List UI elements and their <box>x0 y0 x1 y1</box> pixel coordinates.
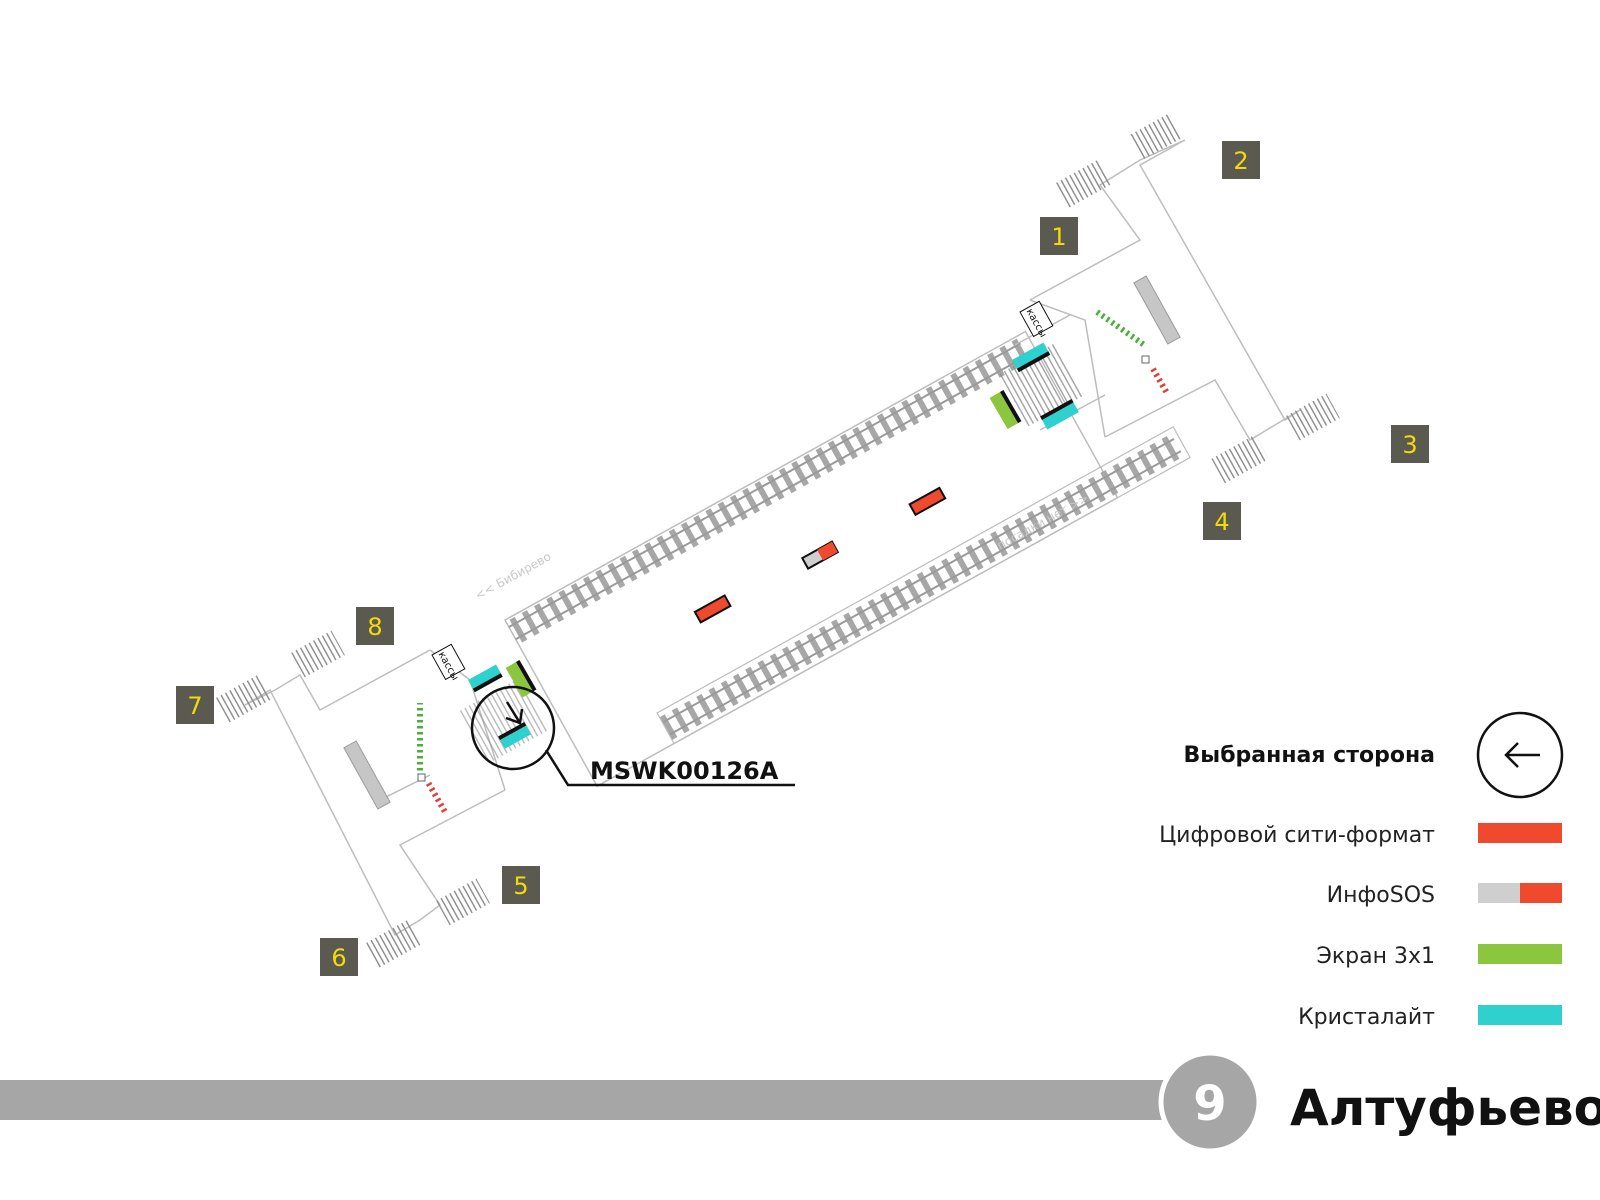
stairs-exit-8 <box>291 630 345 678</box>
right-screen-3x1[interactable] <box>989 390 1022 430</box>
svg-text:5: 5 <box>513 872 528 900</box>
city-format-unit[interactable] <box>693 594 732 624</box>
stairs-exit-7 <box>214 674 272 724</box>
platform-area <box>503 330 1191 788</box>
legend-label-infosos: ИнфоSOS <box>1327 883 1435 908</box>
svg-text:6: 6 <box>331 944 346 972</box>
selected-device-code: MSWK00126A <box>590 757 779 785</box>
svg-text:7: 7 <box>187 692 202 720</box>
selected-side-indicator <box>1476 711 1564 799</box>
stairs-exit-5 <box>436 878 490 926</box>
legend-swatch-screen-3x1 <box>1478 944 1562 964</box>
stairs-exit-2 <box>1128 113 1182 161</box>
line-number: 9 <box>1193 1076 1226 1132</box>
line-bar <box>0 1080 1180 1120</box>
line-footer: 9 Алтуфьево <box>0 1050 1600 1154</box>
left-bench <box>343 740 391 810</box>
svg-text:1: 1 <box>1051 223 1066 251</box>
stairs-exit-3 <box>1286 393 1340 441</box>
selected-crystalight[interactable] <box>498 721 532 749</box>
exit-badge-6: 6 <box>320 938 358 976</box>
legend-label-crystalight: Кристалайт <box>1298 1005 1435 1030</box>
exit-badge-3: 3 <box>1391 425 1429 463</box>
right-crystalight-top[interactable] <box>1011 342 1051 373</box>
left-crystalight-top[interactable] <box>468 664 503 693</box>
arrow-down-icon <box>505 701 524 725</box>
exit-badge-1: 1 <box>1040 217 1078 255</box>
selected-device-marker[interactable]: MSWK00126A <box>470 685 795 787</box>
line-number-badge <box>1158 1050 1262 1154</box>
svg-text:4: 4 <box>1214 508 1229 536</box>
svg-text:3: 3 <box>1402 431 1417 459</box>
legend-label-city-format: Цифровой сити-формат <box>1159 823 1435 848</box>
city-format-unit[interactable] <box>908 486 947 517</box>
ticket-office-left: кассы <box>431 643 466 682</box>
exit-badge-7: 7 <box>176 686 214 724</box>
exit-badge-5: 5 <box>502 866 540 904</box>
stairs-exit-4 <box>1211 434 1269 484</box>
svg-text:8: 8 <box>367 613 382 641</box>
stairs-exit-1 <box>1054 159 1112 209</box>
legend-title: Выбранная сторона <box>1184 743 1435 768</box>
exit-badge-4: 4 <box>1203 502 1241 540</box>
stairs-exit-6 <box>364 919 422 969</box>
legend: Выбранная сторона Цифровой сити-формат И… <box>1159 711 1564 1030</box>
right-crystalight-bottom[interactable] <box>1040 399 1079 430</box>
exit-badge-8: 8 <box>356 607 394 645</box>
direction-right-label: посадки нет >> <box>995 491 1091 553</box>
right-bench <box>1133 275 1181 345</box>
svg-text:2: 2 <box>1233 147 1248 175</box>
lower-track <box>656 426 1191 745</box>
legend-label-screen-3x1: Экран 3х1 <box>1317 944 1436 969</box>
upper-track <box>505 338 1031 645</box>
arrow-left-icon <box>1504 742 1540 768</box>
legend-swatch-city-format <box>1478 823 1562 843</box>
legend-swatch-crystalight <box>1478 1005 1562 1025</box>
station-name: Алтуфьево <box>1290 1079 1600 1137</box>
direction-left-label: << Бибирево <box>473 549 554 602</box>
exit-badge-2: 2 <box>1222 141 1260 179</box>
